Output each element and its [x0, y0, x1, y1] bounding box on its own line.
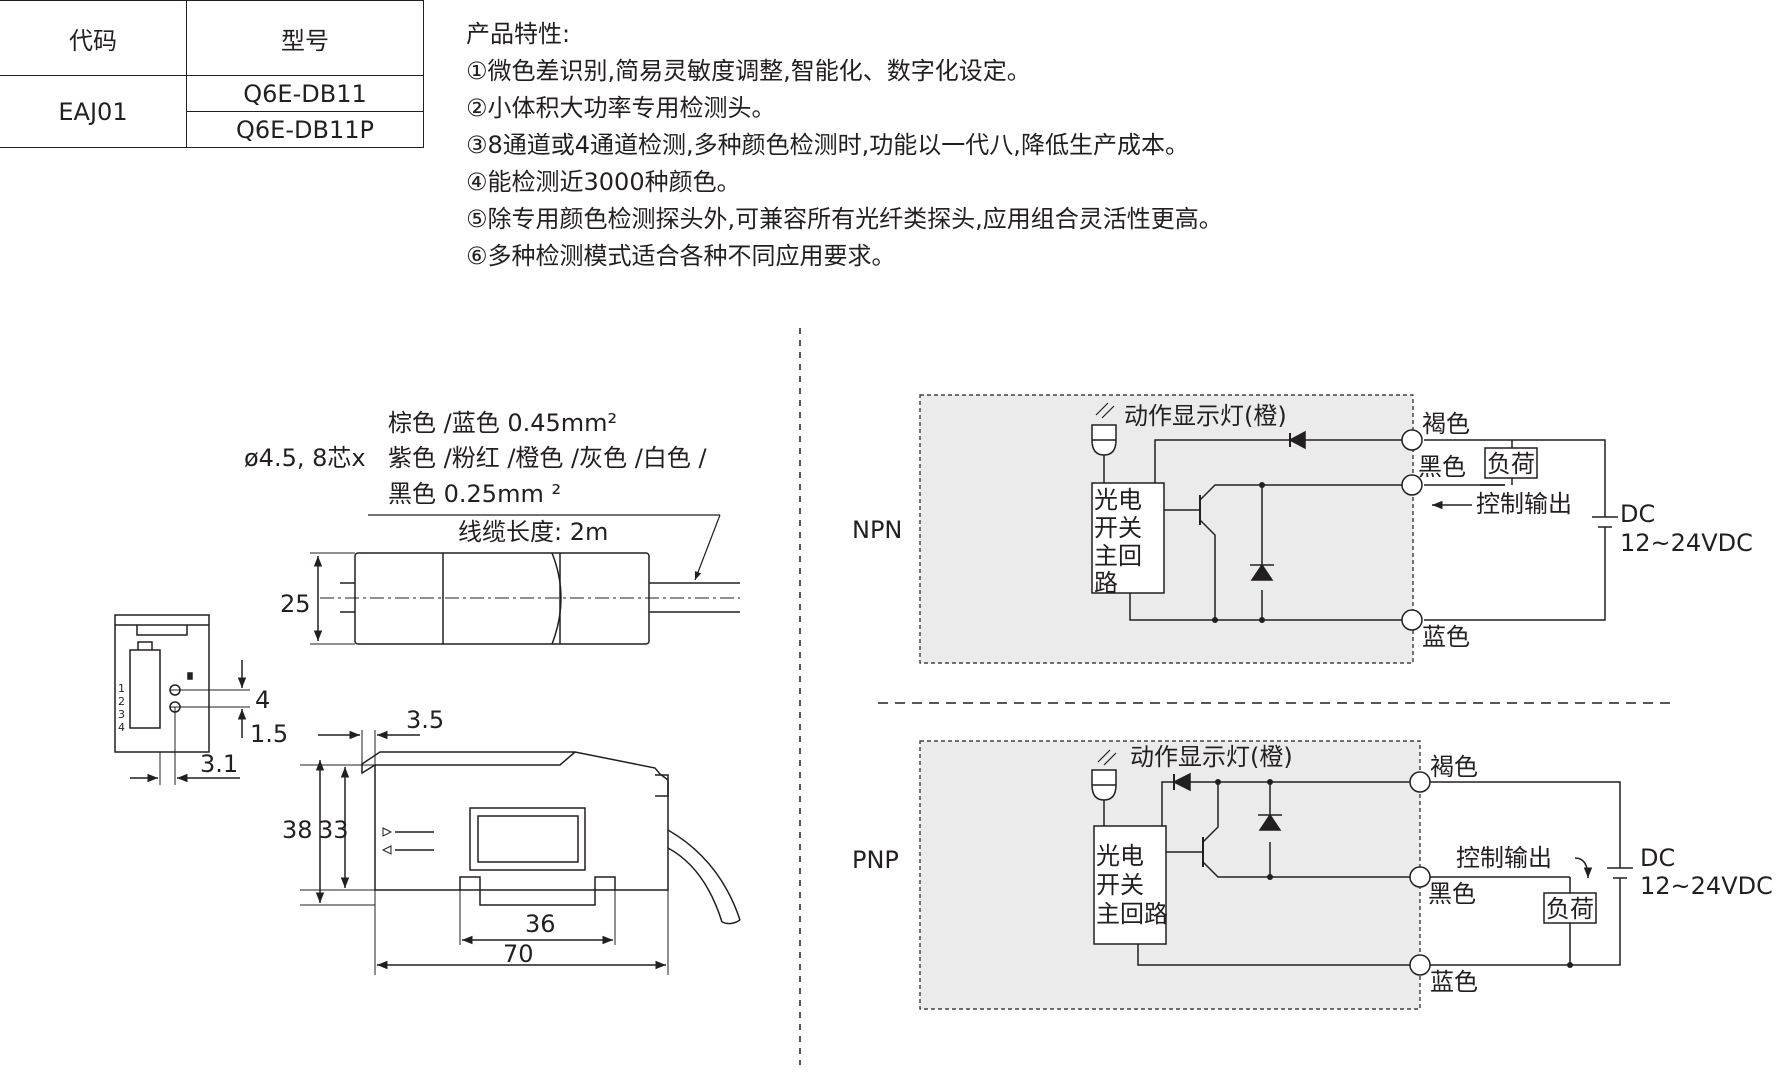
header-model: 型号	[186, 0, 424, 76]
pnp-circuit-box	[919, 740, 1421, 1010]
pin-3: 3	[118, 708, 125, 721]
feature-item-2: ②小体积大功率专用检测头。	[466, 94, 776, 122]
dim-33: 33	[318, 816, 349, 844]
pin-2: 2	[118, 695, 125, 708]
model-2: Q6E-DB11P	[186, 111, 424, 148]
side-view	[114, 614, 250, 785]
dimension-labels: 棕色 /蓝色 0.45mm² ø4.5, 8芯x 紫色 /粉红 /橙色 /灰色 …	[200, 409, 707, 968]
cable-length: 线缆长度: 2m	[458, 518, 608, 546]
pnp-circuit: PNP 动作显示灯(橙) 光电 开关 主回路 褐色 控制输出 黑色 负荷 蓝色 …	[852, 740, 1773, 1010]
pin-labels: 1 2 3 4	[118, 682, 125, 734]
pnp-label: PNP	[852, 846, 899, 874]
cable-spec-3: 黑色 0.25mm ²	[388, 480, 561, 508]
npn-wire-blue: 蓝色	[1422, 623, 1470, 651]
npn-main-circuit-4: 路	[1094, 569, 1118, 597]
pnp-load: 负荷	[1546, 895, 1594, 923]
pin-1: 1	[118, 682, 125, 695]
feature-item-5: ⑤除专用颜色检测探头外,可兼容所有光纤类探头,应用组合灵活性更高。	[466, 205, 1223, 233]
npn-circuit: NPN 动作显示灯(橙) 光电 开关 主回 路 褐色 黑色 负荷 控制输出 蓝色…	[852, 394, 1753, 664]
header-code: 代码	[0, 0, 187, 76]
feature-item-6: ⑥多种检测模式适合各种不同应用要求。	[466, 242, 896, 270]
pnp-main-circuit-3: 主回路	[1096, 900, 1168, 928]
feature-item-4: ④能检测近3000种颜色。	[466, 168, 741, 196]
dim-25: 25	[280, 590, 311, 618]
pnp-wire-black: 黑色	[1428, 880, 1476, 908]
feature-item-1: ①微色差识别,简易灵敏度调整,智能化、数字化设定。	[466, 57, 1031, 85]
npn-main-circuit-1: 光电	[1094, 486, 1142, 514]
pnp-wire-blue: 蓝色	[1430, 968, 1478, 996]
pnp-main-circuit-2: 开关	[1096, 871, 1144, 899]
npn-label: NPN	[852, 516, 902, 544]
feature-title: 产品特性:	[466, 20, 571, 48]
cable-core: ø4.5, 8芯x	[244, 444, 366, 472]
npn-wire-black: 黑色	[1418, 453, 1466, 481]
product-code: EAJ01	[0, 75, 187, 148]
dim-3-1: 3.1	[200, 750, 238, 778]
pnp-control-output: 控制输出	[1456, 844, 1552, 872]
sensor-head-top-view	[310, 552, 740, 645]
npn-main-circuit-3: 主回	[1094, 542, 1142, 570]
amplifier-body	[300, 730, 741, 975]
pin-4: 4	[118, 721, 125, 734]
cable-spec-1: 棕色 /蓝色 0.45mm²	[388, 409, 617, 437]
npn-voltage: 12~24VDC	[1620, 529, 1753, 557]
feature-item-3: ③8通道或4通道检测,多种颜色检测时,功能以一代八,降低生产成本。	[466, 131, 1189, 159]
cable-spec-2: 紫色 /粉红 /橙色 /灰色 /白色 /	[388, 444, 707, 472]
dim-38: 38	[282, 816, 313, 844]
npn-circuit-box	[919, 394, 1414, 664]
feature-list: 产品特性: ①微色差识别,简易灵敏度调整,智能化、数字化设定。 ②小体积大功率专…	[466, 16, 1223, 275]
pnp-main-circuit-1: 光电	[1096, 842, 1144, 870]
pnp-wire-brown: 褐色	[1430, 753, 1478, 781]
npn-load: 负荷	[1487, 450, 1535, 478]
npn-dc: DC	[1620, 500, 1655, 528]
dim-70: 70	[503, 940, 534, 968]
npn-control-output: 控制输出	[1476, 490, 1572, 518]
dim-1-5: 1.5	[250, 720, 288, 748]
pnp-indicator-label: 动作显示灯(橙)	[1130, 743, 1293, 771]
model-1: Q6E-DB11	[186, 75, 424, 112]
dimension-drawing	[114, 514, 741, 975]
npn-wire-brown: 褐色	[1422, 410, 1470, 438]
pnp-dc: DC	[1640, 844, 1675, 872]
dim-4: 4	[255, 686, 270, 714]
pnp-voltage: 12~24VDC	[1640, 872, 1773, 900]
npn-main-circuit-2: 开关	[1094, 514, 1142, 542]
dim-3-5: 3.5	[406, 706, 444, 734]
spec-table: 代码 型号 EAJ01 Q6E-DB11 Q6E-DB11P	[0, 0, 424, 148]
dim-36: 36	[525, 910, 556, 938]
npn-indicator-label: 动作显示灯(橙)	[1124, 402, 1287, 430]
